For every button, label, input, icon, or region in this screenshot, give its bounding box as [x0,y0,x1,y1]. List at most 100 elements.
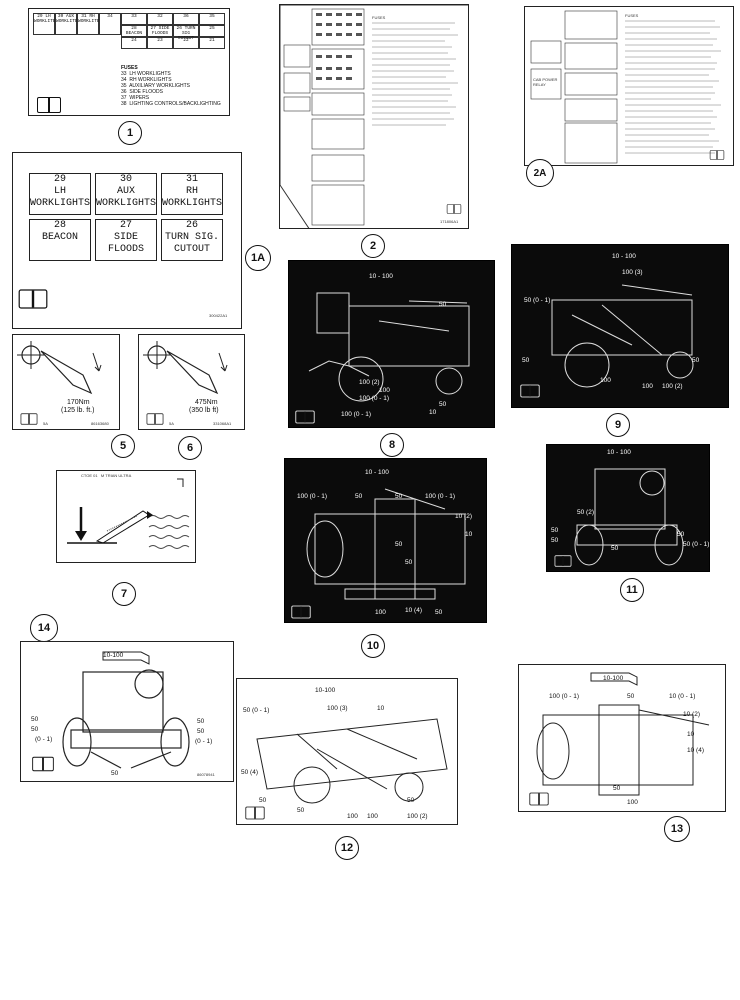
decal-code: 5A [169,421,174,426]
lube-interval-label: 50 [407,797,415,804]
decal-code: 5A [43,421,48,426]
fuse-cell: 31 RH WORKLITE [77,13,100,35]
decal-6: 475Nm (350 lb ft) 5A 331068A1 [138,334,245,430]
lube-interval-label: 100 [627,799,638,806]
callout-12: 12 [335,836,359,860]
lube-interval-label: 100 [367,813,378,820]
lube-interval-label: 100 (0 - 1) [425,493,455,500]
fuse-list-item: 37 WIPERS [121,95,150,101]
callout-9: 9 [606,413,630,437]
lube-interval-label: 10 (4) [405,607,422,614]
callout-10: 10 [361,634,385,658]
fuse-list-item: 34 RH WORKLIGHTS [121,77,172,83]
combine-top-illustration [306,488,466,600]
fuse-cell: 27 SIDE FLOODS [147,25,173,37]
fuse-label: BEACON [41,232,78,243]
part-number: 300422A1 [209,313,228,318]
lube-interval-label: 50 [197,728,205,735]
lube-interval-label: 100 [375,609,386,616]
lube-interval-label: 10-100 [315,687,336,694]
callout-13: 13 [664,816,690,842]
lube-interval-label: 10 [465,531,473,538]
fuse-cell: 32 [147,13,173,25]
callout-6: 6 [178,436,202,460]
manual-icon [245,806,265,820]
cab-power-relay-label: CAB POWER RELAY [533,77,558,87]
lube-interval-label: 50 [405,559,413,566]
lube-interval-label: 50 [551,537,559,544]
lube-interval-label: 50 [395,541,403,548]
lube-interval-label: 50 [395,493,403,500]
lube-interval-label: 50 [439,401,447,408]
callout-2a: 2A [526,159,554,187]
callout-11: 11 [620,578,644,602]
combine-side-illustration [551,284,694,388]
lube-interval-label: 100 (2) [407,813,428,820]
wrench-illustration [17,341,102,395]
lube-interval-label: 50 [522,357,530,364]
manual-icon [554,555,572,567]
water-warning-illustration [67,478,190,549]
manual-icon [709,150,725,160]
torque-imperial: (125 lb. ft.) [61,407,95,414]
lube-interval-label: 10 [377,705,385,712]
lube-interval-label: 50 [677,531,685,538]
manual-icon [20,413,38,425]
fuse-cell: 28 BEACON [121,25,147,37]
lube-interval-label: 100 (0 - 1) [549,693,579,700]
fuse-list-item: 35 AUXILIARY WORKLIGHTS [121,83,191,89]
lube-interval-label: 100 (3) [327,705,348,712]
manual-icon [291,605,311,619]
lube-interval-label: 10 (2) [683,711,700,718]
fuse-cell: 21 [199,37,225,49]
lube-interval-label: 10-100 [103,652,124,659]
combine-side-illustration [308,292,470,402]
lube-interval-label: 50 (2) [577,509,594,516]
lube-interval-label: 50 [435,609,443,616]
lube-interval-label: 50 [111,770,119,777]
lube-interval-label: 50 [613,785,621,792]
fuse-label: LH WORKLIGHTS [30,186,91,209]
lube-interval-label: 100 [379,387,390,394]
lube-interval-label: 100 (2) [359,379,380,386]
fuses-title: FUSES [121,65,138,71]
fuse-cell: 34 [99,13,121,35]
lube-interval-label: 10 (4) [687,747,704,754]
manual-icon [529,792,549,806]
fuse-cell: 30 AUX WORKLITE [55,13,78,35]
lube-interval-label: 50 (4) [241,769,258,776]
decal-header: CTOE 01 M TRIAN ULTRA [81,473,132,478]
combine-top-illustration [536,672,710,796]
lube-interval-label: 50 [197,718,205,725]
lube-interval-label: 50 [355,493,363,500]
callout-5: 5 [111,434,135,458]
lube-interval-label: 100 [642,383,653,390]
lube-interval-label: (0 - 1) [195,738,213,745]
lube-interval-label: 100 (3) [622,269,643,276]
fuse-panel-diagram [280,5,468,228]
lube-interval-label: 10 [429,409,437,416]
combine-side-illustration [256,718,448,804]
lube-interval-label: 50 (0 - 1) [243,707,270,714]
torque-value: 475Nm [195,399,218,406]
part-number: 331068A1 [213,421,232,426]
fuse-label: TURN SIG. CUTOUT [164,232,219,255]
fuse-number: 27 [119,220,132,231]
fuse-cell: 33 [121,13,147,25]
fuse-number: 30 [119,174,132,185]
manual-icon [32,756,54,772]
callout-1: 1 [118,121,142,145]
torque-imperial: (350 lb ft) [189,407,219,414]
lube-interval-label: 50 (0 - 1) [683,541,710,548]
fuse-cell: 23 [147,37,173,49]
lube-interval-label: 50 [31,726,39,733]
lube-interval-label: 50 [627,693,635,700]
lube-interval-label: 50 [692,357,700,364]
wrench-illustration [143,341,228,395]
